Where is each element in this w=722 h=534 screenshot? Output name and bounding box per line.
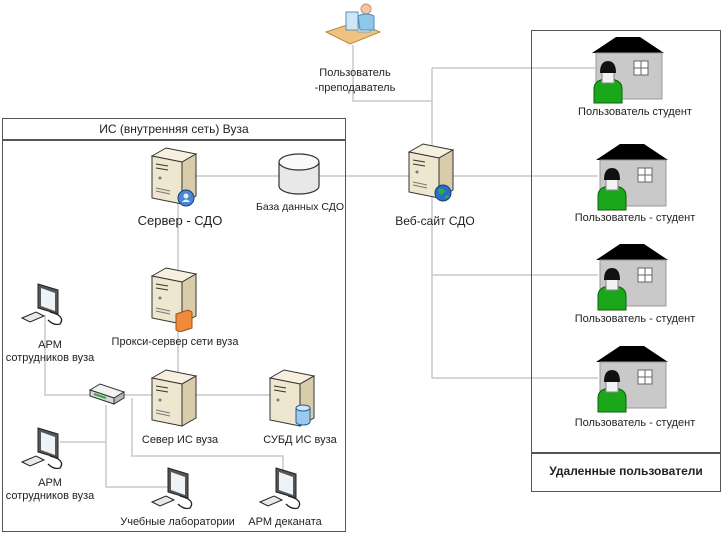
staff-ws-1-label-line1: АРМ bbox=[38, 339, 62, 351]
staff-ws-2-label-line1: АРМ bbox=[38, 477, 62, 489]
student-home-icon[interactable] bbox=[594, 140, 672, 212]
staff-workstation-1-icon[interactable] bbox=[20, 280, 74, 332]
student-label: Пользователь - студент bbox=[574, 212, 696, 224]
web-site-label: Веб-сайт СДО bbox=[395, 214, 475, 228]
line-switch-dean bbox=[131, 398, 284, 470]
database-server-icon[interactable] bbox=[268, 364, 320, 430]
internal-network-title: ИС (внутренняя сеть) Вуза bbox=[99, 122, 249, 136]
sdo-server-icon[interactable] bbox=[150, 142, 202, 208]
is-server-label: Север ИС вуза bbox=[141, 434, 219, 446]
student-home-icon[interactable] bbox=[590, 33, 668, 105]
student-label: Пользователь студент bbox=[578, 106, 692, 118]
staff-ws-2-label-line2: сотрудников вуза bbox=[5, 490, 95, 502]
web-server-icon[interactable] bbox=[405, 138, 457, 202]
staff-ws-1-label-line2: сотрудников вуза bbox=[5, 352, 95, 364]
teacher-workstation-icon[interactable] bbox=[322, 2, 384, 50]
teacher-label-line2: -преподаватель bbox=[314, 82, 396, 94]
network-switch-icon[interactable] bbox=[88, 380, 126, 406]
proxy-server-icon[interactable] bbox=[150, 262, 202, 333]
dean-workstation-icon[interactable] bbox=[258, 464, 312, 516]
student-home-icon[interactable] bbox=[594, 342, 672, 414]
student-label: Пользователь - студент bbox=[574, 417, 696, 429]
student-home-icon[interactable] bbox=[594, 240, 672, 312]
remote-users-title: Удаленные пользователи bbox=[549, 464, 703, 478]
labs-label: Учебные лаборатории bbox=[120, 516, 235, 528]
sdo-server-label: Сервер - СДО bbox=[137, 213, 223, 228]
database-icon[interactable] bbox=[276, 152, 322, 198]
remote-users-footer-divider bbox=[531, 452, 721, 454]
dean-label: АРМ деканата bbox=[248, 516, 322, 528]
teacher-label-line1: Пользователь bbox=[319, 67, 391, 79]
internal-network-header-divider bbox=[2, 139, 346, 141]
line-staff1-switch bbox=[44, 315, 100, 396]
line-teacher bbox=[352, 45, 432, 102]
internal-network-frame bbox=[2, 118, 346, 532]
proxy-server-label: Прокси-сервер сети вуза bbox=[111, 336, 239, 348]
remote-users-frame bbox=[531, 30, 721, 492]
labs-workstation-icon[interactable] bbox=[150, 464, 204, 516]
staff-workstation-2-icon[interactable] bbox=[20, 424, 74, 476]
is-server-icon[interactable] bbox=[150, 364, 202, 430]
student-label: Пользователь - студент bbox=[574, 313, 696, 325]
sdo-database-label: База данных СДО bbox=[255, 201, 345, 213]
dbms-server-label: СУБД ИС вуза bbox=[263, 434, 337, 446]
